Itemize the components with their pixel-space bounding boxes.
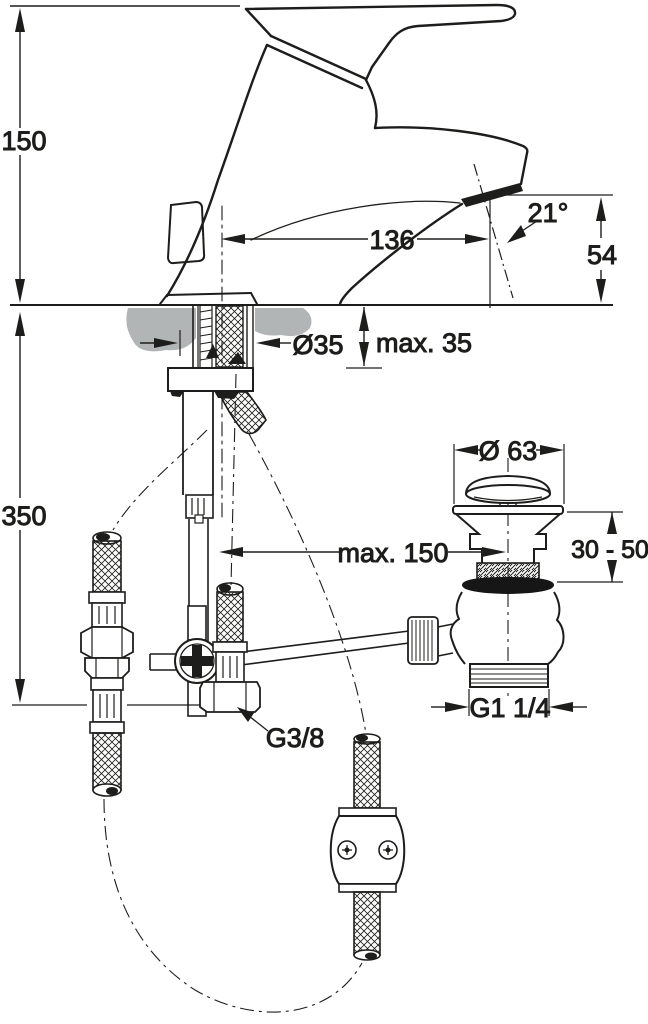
- dim-rod-reach-label: max. 150: [337, 538, 448, 568]
- aerator-band: [461, 183, 523, 207]
- dome-band-lower: [265, 43, 364, 90]
- dim-21deg-label: 21°: [528, 198, 569, 228]
- mounting-nut-assembly: [167, 367, 267, 524]
- dim-hole-diameter: Ø35: [140, 330, 344, 361]
- waste-body-left: [449, 591, 466, 665]
- dim-350: 350: [1, 312, 200, 706]
- faucet: [159, 3, 529, 521]
- shank-shadow-right: [228, 352, 246, 364]
- braided-section: [216, 591, 244, 643]
- dim-150-label: 150: [1, 126, 46, 156]
- body-right-edge: [364, 78, 378, 130]
- base-top-edge: [166, 292, 252, 296]
- supply-hose-center: [199, 582, 261, 713]
- waste-body-right: [547, 591, 565, 665]
- phillips-cross-icon: [181, 645, 213, 677]
- hose-opening: [96, 533, 110, 541]
- dim-waste-cap: Ø 63: [453, 436, 565, 504]
- label-supply-thread: G3/8: [237, 707, 325, 754]
- hose-route-center: [230, 373, 237, 587]
- lever-handle-outline: [244, 3, 517, 82]
- base-side-edges: [159, 292, 258, 305]
- mounting-shank: [192, 305, 254, 368]
- dimensions: 150 350 136 21°: [1, 8, 648, 754]
- spout-underside: [338, 202, 464, 306]
- dim-150: 150: [1, 8, 47, 303]
- dim-deck-thickness: max. 35: [346, 307, 473, 369]
- routing-centerlines: [103, 373, 367, 1013]
- cross-arm-up: [187, 605, 207, 641]
- reference-lines: [10, 5, 613, 308]
- mounting-nut: [167, 367, 254, 392]
- braided-section: [353, 741, 381, 809]
- braided-section: [92, 540, 122, 593]
- dim-54-label: 54: [587, 240, 617, 270]
- flexible-hose-with-clamp: [329, 733, 406, 961]
- dim-21deg: 21°: [507, 198, 569, 243]
- handle-dome-left-edge: [244, 7, 273, 38]
- body-side-tab: [166, 200, 206, 265]
- dim-deck-label: max. 35: [376, 328, 472, 358]
- funnel-left: [455, 513, 483, 563]
- dim-350-label: 350: [1, 501, 46, 531]
- counter-gray-right: [255, 308, 312, 337]
- funnel-right: [533, 513, 561, 563]
- dim-hole-label: Ø35: [292, 330, 343, 360]
- braided-section: [353, 891, 381, 956]
- knurling: [411, 620, 433, 661]
- braided-section: [92, 732, 122, 791]
- tailpiece-threads: [471, 668, 547, 684]
- hose-route-loop: [103, 798, 363, 1013]
- supply-hose-left: [80, 531, 134, 797]
- drain-assembly: [407, 458, 565, 700]
- body-left-edge: [165, 43, 269, 298]
- dome-band-upper: [269, 34, 368, 81]
- supply-thread-label: G3/8: [266, 723, 325, 753]
- g38-elbow-nut: [199, 681, 261, 713]
- hex-nut-lower: [84, 657, 130, 679]
- spout-top-edge: [373, 126, 529, 186]
- dim-waste-adjust: 30 - 50: [557, 511, 648, 583]
- shank-shadow-left: [206, 344, 219, 358]
- hose-route-right: [248, 433, 367, 735]
- dim-136-label: 136: [369, 225, 414, 255]
- waste-tailpiece: [469, 663, 549, 688]
- waste-flange: [452, 505, 564, 515]
- dim-waste-adjust-label: 30 - 50: [571, 536, 648, 564]
- waste-rod-bottom: [217, 642, 410, 669]
- waste-thread-label: G1 1/4: [469, 693, 550, 723]
- dim-waste-cap-label: Ø 63: [479, 436, 538, 466]
- spout-inner-contour: [250, 200, 461, 241]
- knob-neck: [437, 623, 454, 657]
- counter-gray-left: [126, 308, 196, 352]
- spout-angle-centerline: [473, 163, 514, 299]
- shank-crosshatch: [215, 305, 244, 368]
- dim-54: 54: [586, 197, 618, 303]
- rubber-seal: [462, 577, 554, 594]
- hose-stub: [217, 391, 267, 435]
- label-waste-thread: G1 1/4: [431, 689, 587, 724]
- dim-136: 136: [221, 225, 489, 256]
- threaded-rod-rungs: [199, 309, 213, 361]
- waste-rod-top: [217, 630, 410, 656]
- counter-cross-section: [126, 308, 312, 352]
- cross-arm-left: [149, 653, 177, 671]
- hex-nut-upper: [80, 626, 134, 659]
- dim-rod-reach: max. 150: [219, 538, 506, 569]
